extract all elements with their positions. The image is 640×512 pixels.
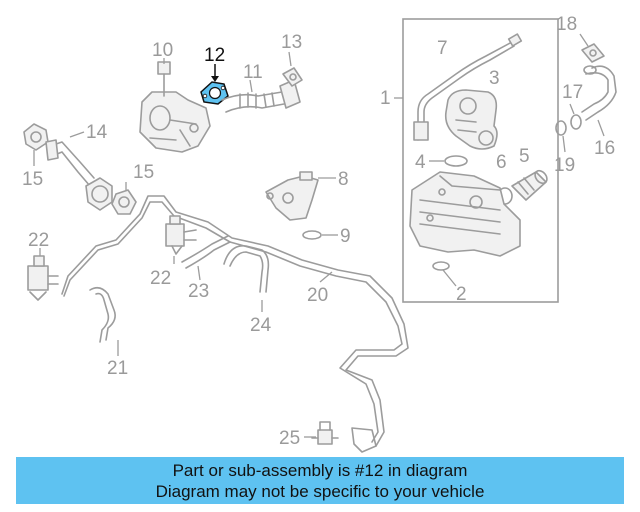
callout-4: 4 (415, 152, 426, 173)
callout-9: 9 (340, 226, 351, 247)
callout-13: 13 (281, 32, 302, 53)
part-13-gasket (282, 67, 303, 87)
part-3-egr-valve (444, 89, 498, 150)
part-25-fitting (311, 421, 339, 445)
banner-line-disclaimer: Diagram may not be specific to your vehi… (155, 482, 485, 501)
part-5-hose (511, 169, 548, 201)
callout-21: 21 (107, 358, 128, 379)
part-24-hose (223, 245, 270, 293)
part-22-valve-mid (165, 215, 197, 255)
part-2-gasket (432, 261, 450, 271)
callout-14: 14 (86, 122, 108, 143)
part-15-gasket-mid (111, 189, 137, 215)
part-9-o-ring (302, 230, 322, 240)
line-connector (351, 427, 377, 453)
assembly-box (402, 18, 559, 303)
callout-1: 1 (380, 88, 391, 109)
callout-17: 17 (562, 82, 583, 103)
callout-2: 2 (456, 284, 467, 305)
banner-line-part-number: Part or sub-assembly is #12 in diagram (172, 461, 468, 480)
callout-22-mid: 22 (150, 268, 171, 289)
callout-16: 16 (594, 138, 615, 159)
callout-18: 18 (556, 14, 577, 35)
callout-11: 11 (243, 62, 263, 83)
callout-6: 6 (496, 152, 507, 173)
callout-7: 7 (437, 38, 448, 59)
part-12-gasket-highlighted (200, 81, 229, 105)
callout-8: 8 (338, 169, 349, 190)
callout-23: 23 (188, 281, 209, 302)
part-info-banner: Part or sub-assembly is #12 in diagram D… (16, 457, 624, 504)
part-21-hose (89, 286, 116, 343)
callout-19: 19 (554, 155, 575, 176)
part-23-hose (181, 235, 231, 269)
callout-12: 12 (204, 45, 225, 66)
part-18-gasket (581, 43, 605, 63)
callout-22-left: 22 (28, 230, 49, 251)
egr-cooler (409, 171, 521, 257)
callout-5: 5 (519, 146, 530, 167)
part-4-o-ring (444, 155, 468, 167)
callout-15-left: 15 (22, 169, 43, 190)
part-14-exhaust-pipe (45, 139, 113, 211)
part-11-flex-hose (221, 79, 301, 113)
callout-3: 3 (489, 68, 500, 89)
part-8-bracket (265, 171, 319, 221)
part-19-ring (555, 120, 567, 136)
callout-10: 10 (152, 40, 173, 61)
part-20-vacuum-line (61, 195, 409, 447)
callout-24: 24 (250, 315, 272, 336)
callout-25: 25 (279, 428, 300, 449)
part-22-valve-left (27, 255, 59, 301)
part-16-pipe (581, 65, 617, 121)
part-17-ring (570, 114, 582, 130)
callout-15-mid: 15 (133, 162, 154, 183)
callout-20: 20 (307, 285, 328, 306)
part-7-tube (413, 33, 523, 141)
part-15-gasket-left (23, 123, 49, 151)
part-10-egr-housing (139, 61, 211, 153)
